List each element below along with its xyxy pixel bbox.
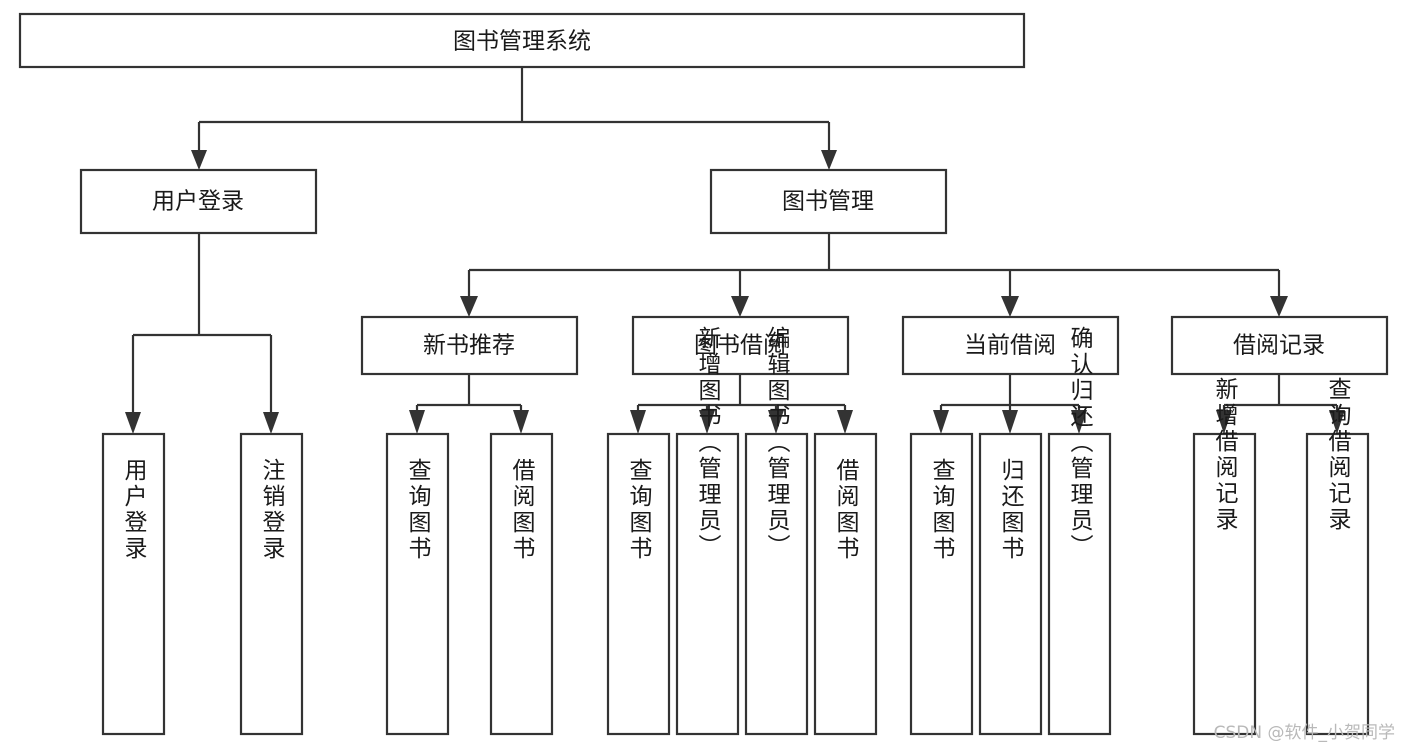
node-leaf-return-book-label: 归还图书 (997, 458, 1025, 562)
node-leaf-confirm-return-admin-label: 确认归还（管理员） (1066, 326, 1094, 560)
node-leaf-add-book-admin-box[interactable] (675, 432, 740, 736)
arrow-head-book-manage (821, 150, 837, 170)
connector-layer (125, 67, 1345, 434)
node-book-borrow[interactable]: 图书借阅 (631, 315, 850, 376)
node-user-login-label: 用户登录 (152, 189, 244, 215)
arrow-head-leaf-borrow-book-1 (513, 410, 529, 434)
node-leaf-borrow-book-1[interactable]: 借阅图书 (489, 432, 554, 736)
node-leaf-confirm-return-admin[interactable]: 确认归还（管理员） (1047, 326, 1112, 736)
node-leaf-borrow-book-1-label: 借阅图书 (508, 458, 536, 562)
node-leaf-add-book-admin-label: 新增图书（管理员） (694, 326, 722, 560)
node-leaf-query-book-1-label: 查询图书 (404, 458, 432, 562)
node-leaf-borrow-book-2-box[interactable] (813, 432, 878, 736)
arrow-head-leaf-query-book-3 (933, 410, 949, 434)
node-book-manage-label: 图书管理 (782, 189, 874, 215)
node-leaf-user-login[interactable]: 用户登录 (101, 432, 166, 736)
node-leaf-query-borrow-record-label: 查询借阅记录 (1324, 377, 1352, 533)
arrow-head-leaf-add-borrow-record (1216, 410, 1232, 434)
node-leaf-borrow-book-1-box[interactable] (489, 432, 554, 736)
node-leaf-edit-book-admin[interactable]: 编辑图书（管理员） (744, 326, 809, 736)
node-current-borrow-label: 当前借阅 (964, 333, 1056, 359)
arrow-head-leaf-query-borrow-record (1329, 410, 1345, 434)
node-leaf-query-book-1-box[interactable] (385, 432, 450, 736)
arrow-head-leaf-user-login (125, 412, 141, 434)
arrow-head-leaf-add-book-admin (699, 410, 715, 434)
node-leaf-return-book-box[interactable] (978, 432, 1043, 736)
node-user-login[interactable]: 用户登录 (79, 168, 318, 235)
node-leaf-user-login-box[interactable] (101, 432, 166, 736)
arrow-head-book-borrow (731, 296, 749, 317)
node-borrow-record[interactable]: 借阅记录 (1170, 315, 1389, 376)
node-leaf-query-book-1[interactable]: 查询图书 (385, 432, 450, 736)
node-root-label: 图书管理系统 (453, 29, 591, 55)
arrow-head-leaf-borrow-book-2 (837, 410, 853, 434)
arrow-head-user-login (191, 150, 207, 170)
node-book-manage[interactable]: 图书管理 (709, 168, 948, 235)
arrow-head-leaf-confirm-return-admin (1071, 410, 1087, 434)
arrow-head-borrow-record (1270, 296, 1288, 317)
arrow-head-current-borrow (1001, 296, 1019, 317)
node-leaf-add-borrow-record-box[interactable] (1192, 432, 1257, 736)
node-borrow-record-label: 借阅记录 (1233, 333, 1325, 359)
node-leaf-return-book[interactable]: 归还图书 (978, 432, 1043, 736)
node-leaf-query-book-3-box[interactable] (909, 432, 974, 736)
arrow-head-leaf-query-book-2 (630, 410, 646, 434)
node-leaf-logout-login[interactable]: 注销登录 (239, 432, 304, 736)
node-leaf-borrow-book-2-label: 借阅图书 (832, 458, 860, 562)
node-new-book-recommend[interactable]: 新书推荐 (360, 315, 579, 376)
node-leaf-confirm-return-admin-box[interactable] (1047, 432, 1112, 736)
node-borrow-record-box[interactable] (1170, 315, 1389, 376)
node-leaf-add-borrow-record[interactable]: 新增借阅记录 (1192, 377, 1257, 736)
node-root[interactable]: 图书管理系统 (18, 12, 1026, 69)
node-leaf-query-book-2[interactable]: 查询图书 (606, 432, 671, 736)
node-current-borrow[interactable]: 当前借阅 (901, 315, 1120, 376)
node-leaf-query-book-3-label: 查询图书 (928, 458, 956, 562)
node-book-borrow-box[interactable] (631, 315, 850, 376)
node-leaf-user-login-label: 用户登录 (120, 458, 148, 562)
node-book-manage-box[interactable] (709, 168, 948, 235)
node-leaf-logout-login-label: 注销登录 (258, 458, 286, 562)
node-leaf-query-book-3[interactable]: 查询图书 (909, 432, 974, 736)
node-leaf-query-book-2-box[interactable] (606, 432, 671, 736)
arrow-head-new-book-recommend (460, 296, 478, 317)
node-leaf-borrow-book-2[interactable]: 借阅图书 (813, 432, 878, 736)
node-leaf-query-borrow-record[interactable]: 查询借阅记录 (1305, 377, 1370, 736)
node-leaf-add-borrow-record-label: 新增借阅记录 (1211, 377, 1239, 533)
node-leaf-logout-login-box[interactable] (239, 432, 304, 736)
node-user-login-box[interactable] (79, 168, 318, 235)
node-leaf-edit-book-admin-label: 编辑图书（管理员） (763, 326, 791, 560)
arrow-head-leaf-return-book (1002, 410, 1018, 434)
node-book-borrow-label: 图书借阅 (694, 333, 786, 359)
node-leaf-edit-book-admin-box[interactable] (744, 432, 809, 736)
arrow-head-leaf-query-book-1 (409, 410, 425, 434)
arrow-head-leaf-edit-book-admin (768, 410, 784, 434)
arrow-head-leaf-logout-login (263, 412, 279, 434)
node-leaf-query-book-2-label: 查询图书 (625, 458, 653, 562)
node-current-borrow-box[interactable] (901, 315, 1120, 376)
node-root-box[interactable] (18, 12, 1026, 69)
node-new-book-recommend-box[interactable] (360, 315, 579, 376)
node-leaf-query-borrow-record-box[interactable] (1305, 432, 1370, 736)
node-leaf-add-book-admin[interactable]: 新增图书（管理员） (675, 326, 740, 736)
node-new-book-recommend-label: 新书推荐 (423, 333, 515, 359)
